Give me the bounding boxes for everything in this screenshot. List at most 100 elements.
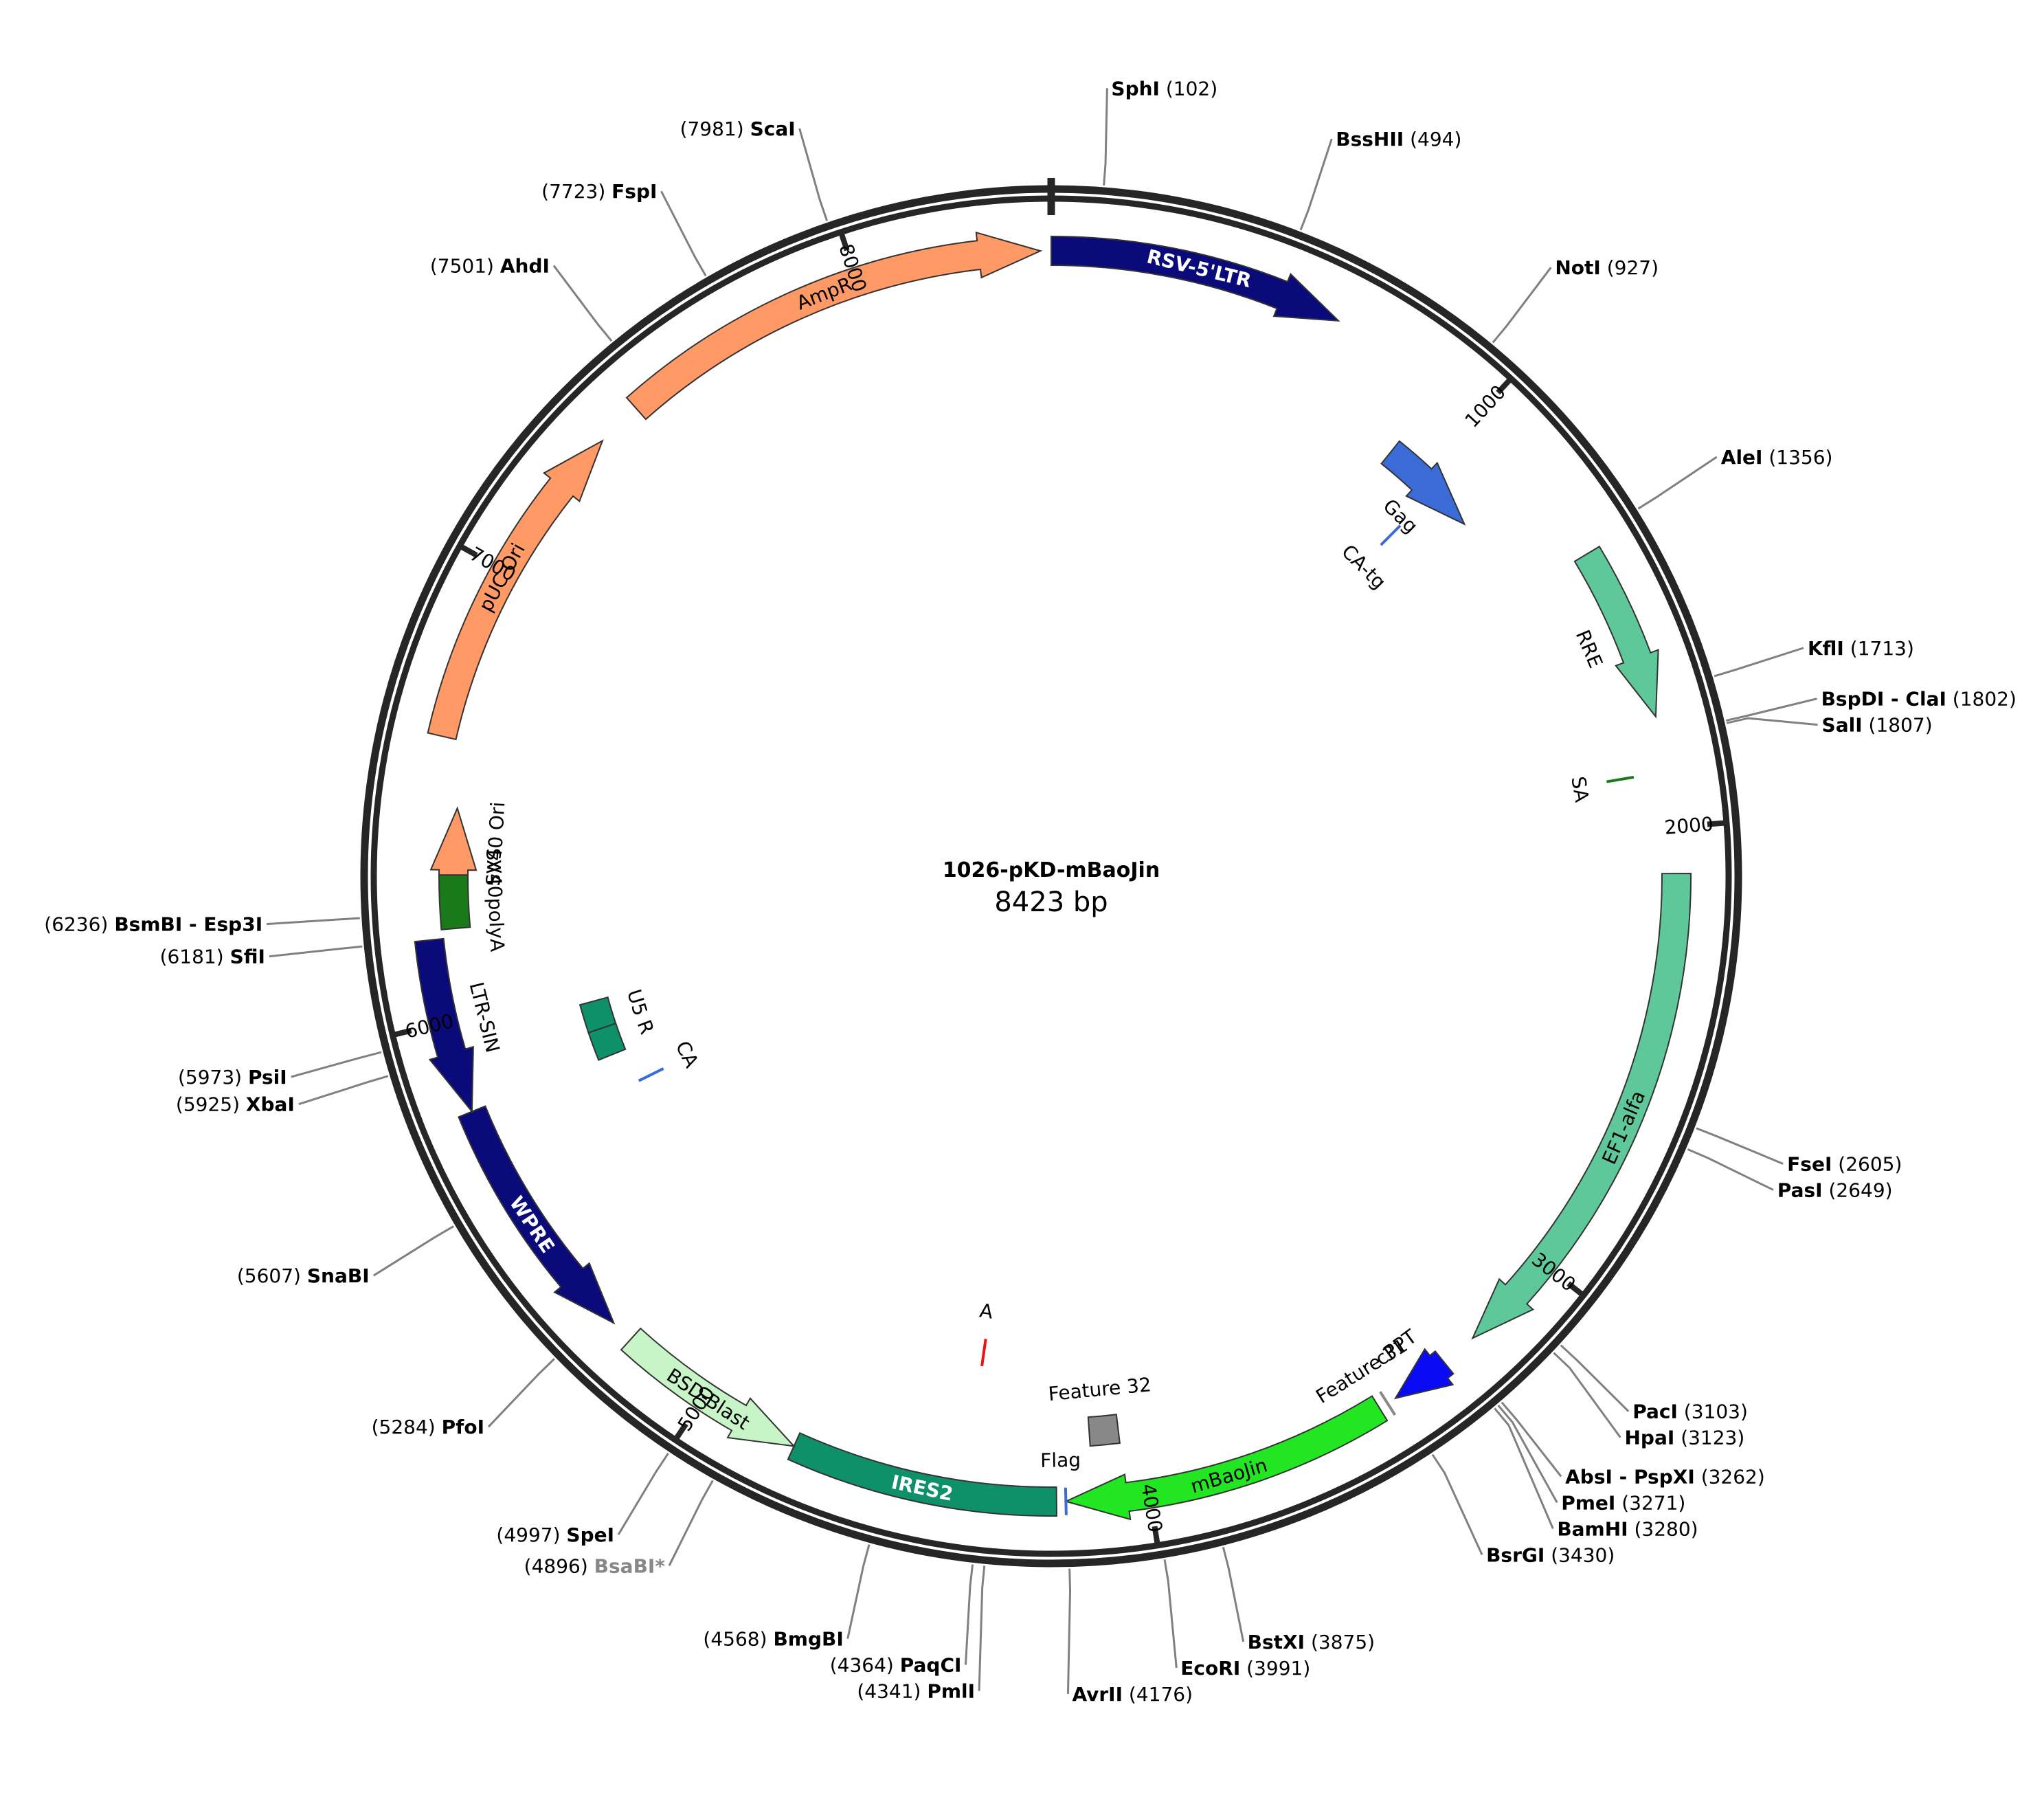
- feature-label-ca: CA: [671, 1038, 704, 1071]
- site-name: FseI: [1787, 1152, 1832, 1175]
- site-position: (494): [1410, 128, 1461, 150]
- site-label-sfii: (6181) SfiI: [160, 945, 265, 968]
- site-position: (4341): [857, 1680, 921, 1702]
- site-label-paqci: (4364) PaqCI: [830, 1653, 962, 1676]
- feature-sa: [1606, 775, 1635, 783]
- site-name: PfoI: [442, 1416, 484, 1438]
- site-position: (4568): [703, 1627, 767, 1650]
- site-label-pmei: PmeI (3271): [1561, 1491, 1685, 1514]
- feature-label-sv40-ori: SV40 Ori: [482, 801, 509, 887]
- site-name: BsrGI: [1486, 1543, 1545, 1566]
- site-name: FspI: [611, 180, 657, 203]
- site-label-ecori: EcoRI (3991): [1180, 1656, 1310, 1679]
- tick-mark: [1496, 379, 1512, 395]
- site-name: EcoRI: [1180, 1656, 1240, 1679]
- site-label-fsei: FseI (2605): [1787, 1152, 1902, 1175]
- site-leader-line: [1725, 698, 1817, 722]
- site-name: KflI: [1808, 636, 1844, 659]
- site-leader-line: [1066, 1568, 1072, 1694]
- site-name: BmgBI: [773, 1627, 843, 1650]
- site-leader-line: [1163, 1559, 1178, 1669]
- feature-gag: [1380, 440, 1466, 526]
- site-leader-line: [487, 1358, 555, 1428]
- feature-label-ca-tg: CA-tg: [1337, 540, 1391, 594]
- site-label-scai: (7981) ScaI: [680, 117, 796, 140]
- site-label-pmli: (4341) PmlI: [857, 1680, 975, 1702]
- site-name: SpeI: [566, 1524, 614, 1546]
- feature-ires2: [787, 1431, 1057, 1517]
- feature-layer: RSV-5'LTRGagCA-tgRRESAEF1-alfacPPTFeatur…: [414, 231, 1692, 1521]
- site-leader-line: [798, 128, 829, 221]
- site-label-hpai: HpaI (3123): [1624, 1426, 1744, 1449]
- site-leader-line: [1299, 138, 1333, 231]
- site-leader-line: [552, 265, 613, 342]
- tick-mark: [1707, 820, 1725, 827]
- feature-label-sv40polya: SV40polyA: [482, 847, 508, 952]
- tick-mark: [460, 544, 478, 558]
- site-label-fspi: (7723) FspI: [541, 180, 657, 203]
- site-leader-line: [269, 945, 363, 958]
- feature-r: [587, 1023, 627, 1061]
- site-position: (3430): [1551, 1543, 1615, 1566]
- tick-mark: [839, 234, 850, 252]
- site-label-bsmbi-esp3i: (6236) BsmBI - Esp3I: [44, 913, 262, 935]
- feature-ef1-alfa: [1471, 873, 1692, 1340]
- site-leader-line: [1492, 267, 1552, 344]
- site-label-absi-pspxi: AbsI - PspXI (3262): [1565, 1465, 1765, 1488]
- tick-mark: [394, 1027, 412, 1038]
- site-position: (3123): [1681, 1426, 1744, 1449]
- site-name: AbsI - PspXI: [1565, 1465, 1695, 1488]
- site-label-alei: AleI (1356): [1721, 445, 1833, 468]
- site-label-spei: (4997) SpeI: [496, 1524, 614, 1546]
- site-name: PaqCI: [900, 1653, 962, 1676]
- site-name: PmeI: [1561, 1491, 1615, 1514]
- feature-label-ltr-sin: LTR-SIN: [465, 980, 504, 1055]
- feature-feature-31: [1379, 1391, 1397, 1416]
- site-label-bsabi: (4896) BsaBI*: [524, 1554, 666, 1577]
- site-position: (5607): [237, 1264, 301, 1287]
- site-leader-line: [1553, 1352, 1621, 1438]
- site-label-snabi: (5607) SnaBI: [237, 1264, 370, 1287]
- feature-feature-32: [1087, 1414, 1121, 1447]
- site-position: (1713): [1850, 636, 1914, 659]
- site-leader-line: [298, 1075, 389, 1106]
- feature-puc-ori: [427, 439, 604, 741]
- feature-label-flag: Flag: [1040, 1449, 1081, 1472]
- site-name: PacI: [1632, 1400, 1678, 1423]
- site-name: SphI: [1111, 77, 1160, 100]
- site-leader-line: [1696, 1127, 1784, 1165]
- site-label-bstxi: BstXI (3875): [1248, 1630, 1375, 1653]
- site-leader-line: [846, 1544, 871, 1639]
- feature-ltr-sin: [414, 937, 474, 1114]
- feature-u5: [579, 996, 617, 1034]
- site-label-bsrgi: BsrGI (3430): [1486, 1543, 1615, 1566]
- feature-label-rsv-5-ltr: RSV-5'LTR: [1145, 245, 1253, 292]
- site-position: (102): [1166, 77, 1217, 100]
- site-name: BspDI - ClaI: [1821, 687, 1946, 710]
- site-position: (7723): [541, 180, 605, 203]
- site-name: AvrII: [1072, 1682, 1123, 1705]
- site-name: PasI: [1777, 1179, 1823, 1201]
- site-position: (4997): [496, 1524, 560, 1546]
- site-position: (1802): [1953, 687, 2017, 710]
- site-label-noti: NotI (927): [1555, 256, 1659, 279]
- site-name: AhdI: [500, 254, 550, 277]
- site-leader-line: [978, 1565, 986, 1691]
- tick-mark: [1566, 1281, 1583, 1296]
- site-leader-line: [668, 1480, 714, 1566]
- site-name: BsaBI*: [594, 1554, 666, 1577]
- site-position: (3991): [1246, 1656, 1310, 1679]
- feature-mbaojin: [1064, 1395, 1389, 1521]
- site-position: (7501): [430, 254, 494, 277]
- feature-cppt: [1393, 1348, 1455, 1400]
- site-name: AleI: [1721, 445, 1763, 468]
- site-name: BssHII: [1336, 128, 1404, 150]
- site-leader-line: [660, 190, 707, 277]
- site-leader-line: [1714, 647, 1804, 678]
- site-position: (1356): [1768, 445, 1832, 468]
- site-position: (3875): [1311, 1630, 1375, 1653]
- site-position: (5925): [176, 1093, 240, 1115]
- tick-label: 2000: [1663, 812, 1714, 839]
- site-leader-line: [964, 1564, 974, 1665]
